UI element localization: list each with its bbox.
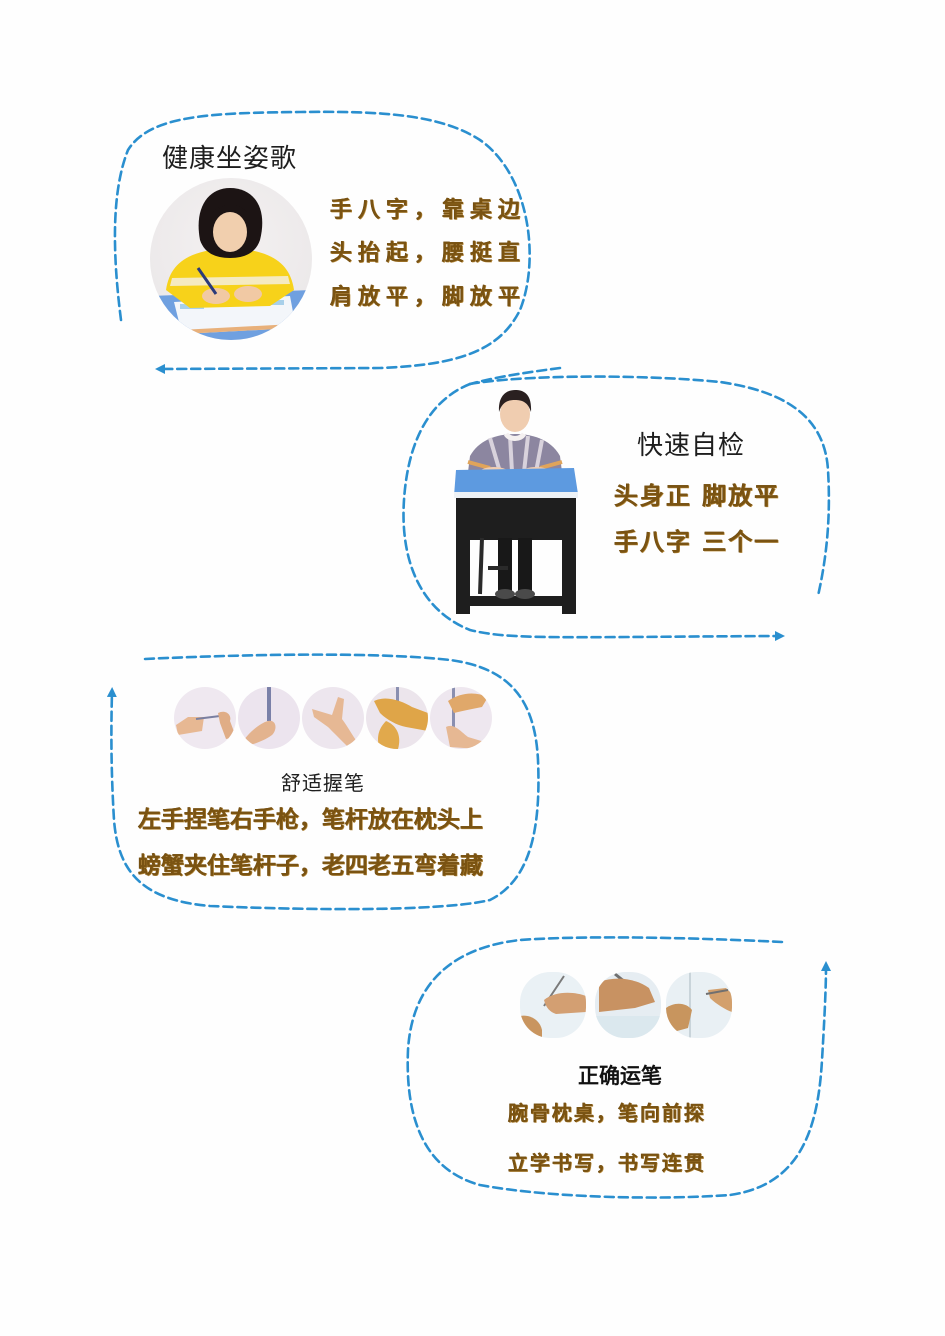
verse-line: 头抬起，腰挺直 bbox=[330, 240, 527, 266]
verse-line: 左手捏笔右手枪，笔杆放在枕头上 bbox=[138, 807, 483, 833]
verse-line: 手八字，靠桌边 bbox=[330, 197, 527, 223]
verse-line: 头身正 脚放平 bbox=[614, 482, 781, 510]
hold-pen-upright-photo bbox=[238, 687, 300, 749]
verse-line: 螃蟹夹住笔杆子，老四老五弯着藏 bbox=[138, 853, 483, 879]
wrist-on-desk-photo bbox=[520, 972, 586, 1038]
section-title: 快速自检 bbox=[637, 431, 746, 461]
final-grip-photo bbox=[430, 687, 492, 749]
verse-line: 肩放平，脚放平 bbox=[330, 284, 527, 310]
finger-gun-photo bbox=[302, 687, 364, 749]
hand-writing-photo bbox=[595, 972, 661, 1038]
girl-writing-at-desk-photo bbox=[150, 178, 312, 340]
pinch-pen-photo bbox=[174, 687, 236, 749]
verse-line: 立学书写，书写连贯 bbox=[508, 1151, 706, 1175]
pen-rest-on-hand-photo bbox=[366, 687, 428, 749]
section-title: 舒适握笔 bbox=[281, 771, 365, 795]
verse-line: 腕骨枕桌，笔向前探 bbox=[508, 1101, 706, 1125]
section-title: 正确运笔 bbox=[578, 1064, 662, 1088]
child-sitting-at-desk-photo bbox=[450, 388, 580, 618]
section-title: 健康坐姿歌 bbox=[162, 144, 298, 174]
verse-line: 手八字 三个一 bbox=[614, 528, 781, 556]
two-hands-paper-photo bbox=[666, 972, 732, 1038]
path-connector-1-2 bbox=[468, 366, 562, 386]
